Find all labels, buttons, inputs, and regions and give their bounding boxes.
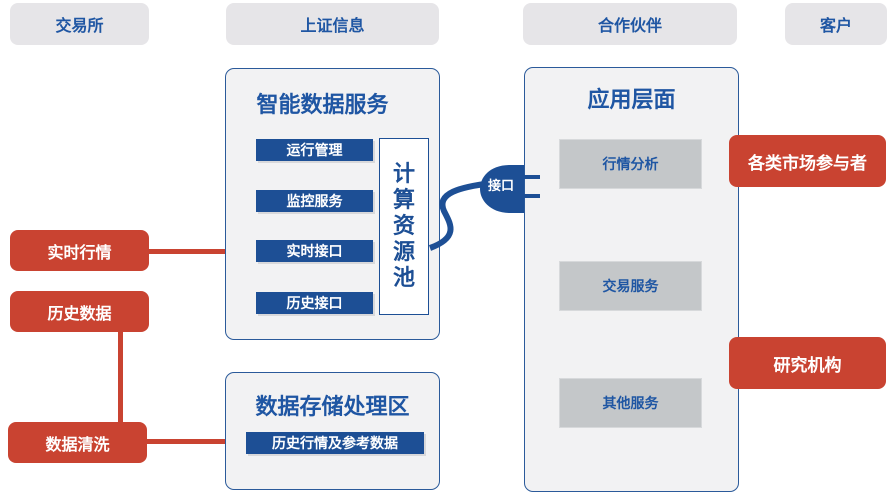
- compute-pool-char: 算: [392, 187, 415, 213]
- service-item-realtime-interface: 实时接口: [256, 240, 373, 262]
- compute-pool-char: 池: [392, 265, 415, 291]
- service-item-monitoring: 监控服务: [256, 190, 373, 212]
- interface-label: 接口: [488, 179, 515, 194]
- service-item-operations: 运行管理: [256, 139, 373, 161]
- interface-cable-icon: [428, 165, 540, 251]
- compute-pool-char: 计: [392, 161, 415, 187]
- compute-resource-pool: 计 算 资 源 池: [379, 138, 429, 315]
- app-item-other-services: 其他服务: [559, 378, 702, 428]
- header-partners: 合作伙伴: [523, 3, 737, 45]
- source-realtime-quotes: 实时行情: [10, 230, 149, 271]
- service-item-history-interface: 历史接口: [256, 292, 373, 314]
- smart-data-service-title: 智能数据服务: [256, 93, 389, 118]
- data-storage-title: 数据存储处理区: [255, 395, 410, 420]
- connector-realtime: [148, 249, 258, 254]
- header-clients: 客户: [785, 3, 887, 45]
- source-data-cleaning: 数据清洗: [8, 422, 147, 463]
- source-historical-data: 历史数据: [10, 291, 149, 332]
- connector-cleaning-storage: [146, 439, 248, 444]
- header-sse-info: 上证信息: [226, 3, 439, 45]
- compute-pool-char: 资: [392, 213, 415, 239]
- app-item-trading-service: 交易服务: [559, 261, 702, 311]
- application-layer-title: 应用层面: [587, 88, 676, 113]
- compute-pool-char: 源: [392, 239, 415, 265]
- client-research-institutions: 研究机构: [729, 337, 886, 389]
- data-storage-panel: 数据存储处理区: [225, 372, 440, 490]
- client-market-participants: 各类市场参与者: [729, 135, 886, 187]
- app-item-market-analysis: 行情分析: [559, 139, 702, 189]
- storage-item-history-reference: 历史行情及参考数据: [246, 432, 424, 454]
- header-exchange: 交易所: [10, 3, 149, 45]
- connector-history-cleaning: [118, 330, 123, 430]
